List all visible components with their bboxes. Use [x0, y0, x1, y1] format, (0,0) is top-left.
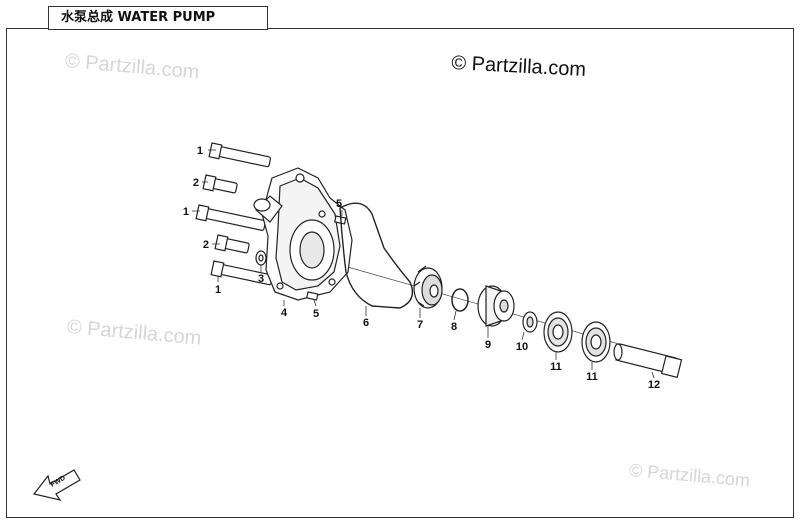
callout-label: 1 — [215, 284, 221, 296]
callout-label: 4 — [281, 307, 288, 319]
callout-label: 3 — [258, 273, 264, 285]
callout-label: 11 — [586, 371, 598, 383]
diagram-title: 水泵总成 WATER PUMP — [48, 6, 268, 30]
washer-part — [255, 250, 267, 266]
o-ring-part — [451, 288, 469, 312]
callout-label: 1 — [197, 145, 203, 157]
oil-seal-part — [522, 311, 538, 333]
callout-label: 5 — [313, 308, 319, 320]
callout-label: 10 — [516, 341, 528, 353]
impeller-part — [413, 265, 443, 309]
bearing-part-b — [581, 321, 611, 363]
callout-label: 11 — [550, 361, 562, 373]
pump-cover-part — [253, 167, 353, 301]
dowel-pin-lower — [306, 291, 319, 301]
callout-label: 5 — [336, 198, 342, 210]
callout-label: 9 — [485, 339, 491, 351]
bolt-long-lower — [210, 260, 274, 286]
callout-label: 8 — [451, 321, 457, 333]
callout-label: 1 — [183, 206, 189, 218]
bolt-short-upper — [202, 174, 238, 194]
callout-label: 6 — [363, 317, 369, 329]
mechanical-seal-part — [477, 285, 515, 327]
gasket-part — [339, 202, 414, 309]
bearing-part-a — [543, 311, 573, 353]
bolt-long-upper — [208, 142, 272, 168]
bolt-short-lower — [214, 234, 250, 254]
callout-label: 7 — [417, 319, 423, 331]
callout-label: 12 — [648, 379, 660, 391]
fwd-arrow-icon — [32, 469, 81, 501]
pump-shaft-part — [613, 343, 683, 379]
callout-leaders — [192, 149, 655, 379]
diagram-frame — [6, 28, 794, 518]
callout-label: 2 — [193, 177, 199, 189]
callout-label: 2 — [203, 239, 209, 251]
